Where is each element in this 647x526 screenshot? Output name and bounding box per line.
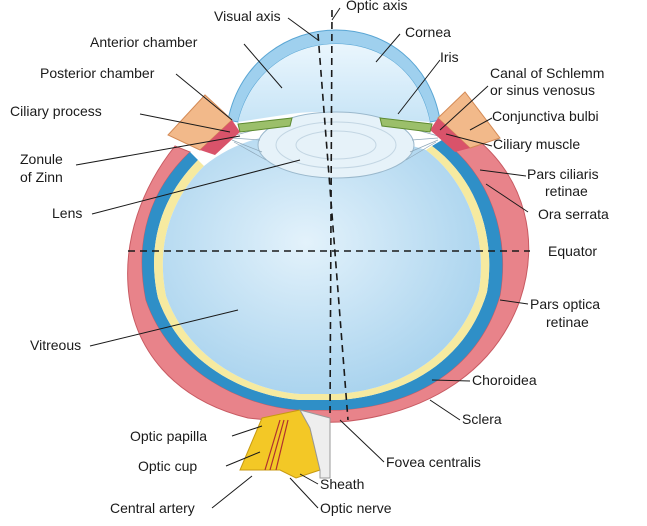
label-ora-serrata: Ora serrata [538,206,609,222]
label-sclera: Sclera [462,411,502,427]
label-canal-line2: or sinus venosus [490,82,595,98]
label-pars-optica-line2: retinae [546,314,589,330]
label-visual-axis: Visual axis [214,8,281,24]
label-optic-nerve: Optic nerve [320,500,392,516]
label-fovea-centralis: Fovea centralis [386,454,481,470]
label-central-artery: Central artery [110,500,195,516]
label-anterior-chamber: Anterior chamber [90,34,198,50]
label-pars-optica-line1: Pars optica [530,296,600,312]
label-posterior-chamber: Posterior chamber [40,65,155,81]
label-iris: Iris [440,49,459,65]
label-zonule-line2: of Zinn [20,169,63,185]
label-vitreous: Vitreous [30,337,81,353]
label-pars-ciliaris-line2: retinae [545,183,588,199]
label-conjunctiva-bulbi: Conjunctiva bulbi [492,108,599,124]
label-sheath: Sheath [320,476,364,492]
label-canal-line1: Canal of Schlemm [490,65,604,81]
label-optic-cup: Optic cup [138,458,197,474]
label-zonule-line1: Zonule [20,151,63,167]
label-choroidea: Choroidea [472,372,537,388]
label-optic-papilla: Optic papilla [130,428,207,444]
label-ciliary-muscle: Ciliary muscle [493,136,580,152]
label-ciliary-process: Ciliary process [10,103,102,119]
label-pars-ciliaris-line1: Pars ciliaris [527,166,599,182]
label-optic-axis: Optic axis [346,0,407,13]
label-lens: Lens [52,205,82,221]
label-cornea: Cornea [405,24,451,40]
label-equator: Equator [548,243,597,259]
